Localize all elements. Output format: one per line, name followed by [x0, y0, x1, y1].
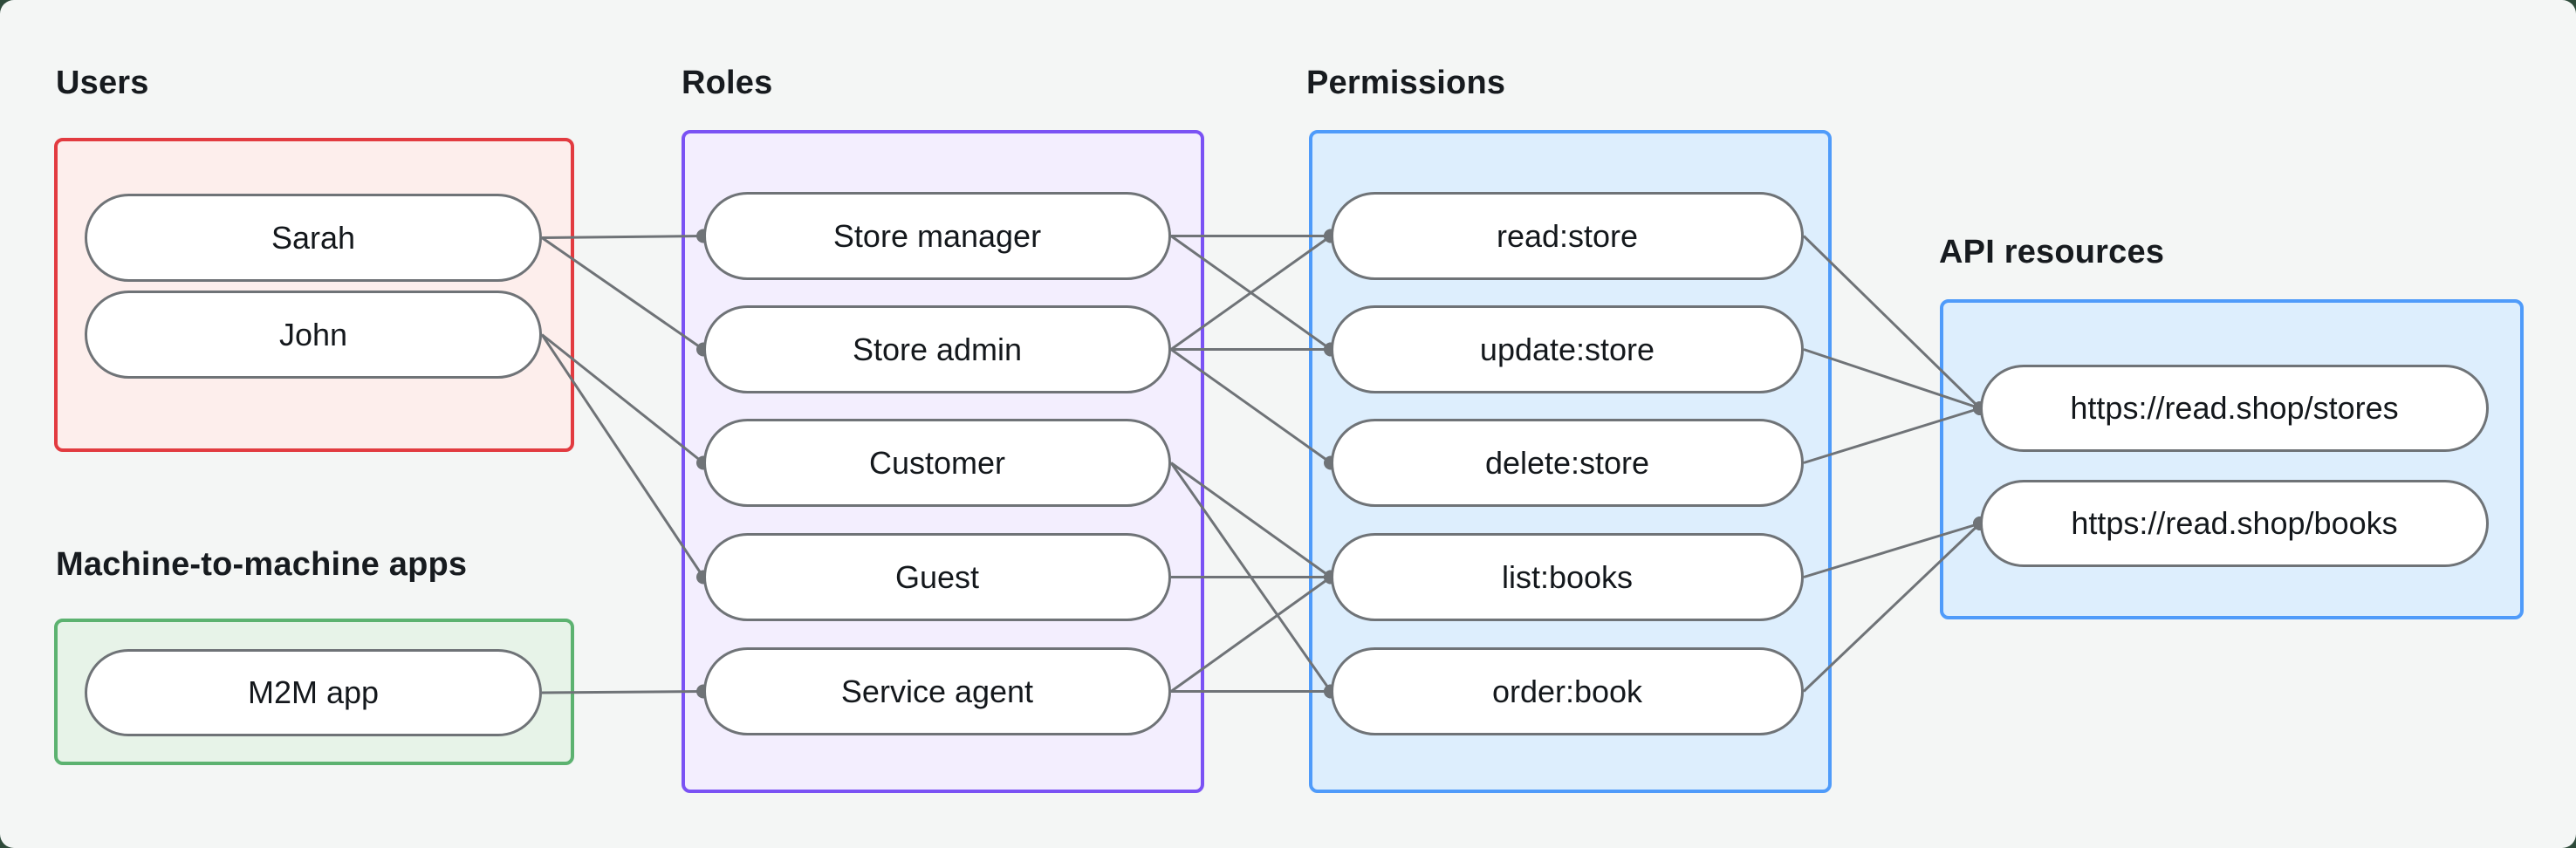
node-service-agent: Service agent [703, 647, 1171, 735]
roles-group-label: Roles [682, 65, 773, 101]
node-sarah: Sarah [85, 194, 542, 282]
node-read-store: read:store [1331, 192, 1804, 280]
node-books-resource: https://read.shop/books [1980, 480, 2489, 567]
m2m-group-label: Machine-to-machine apps [56, 546, 468, 583]
node-store-admin: Store admin [703, 305, 1171, 393]
node-store-manager: Store manager [703, 192, 1171, 280]
node-delete-store: delete:store [1331, 419, 1804, 507]
node-update-store: update:store [1331, 305, 1804, 393]
node-guest: Guest [703, 533, 1171, 621]
node-list-books: list:books [1331, 533, 1804, 621]
node-m2m-app: M2M app [85, 649, 542, 736]
node-customer: Customer [703, 419, 1171, 507]
node-john: John [85, 291, 542, 379]
node-stores-resource: https://read.shop/stores [1980, 365, 2489, 452]
node-order-book: order:book [1331, 647, 1804, 735]
permissions-group-label: Permissions [1306, 65, 1506, 101]
users-group-label: Users [56, 65, 149, 101]
api-resources-group-label: API resources [1939, 234, 2165, 270]
